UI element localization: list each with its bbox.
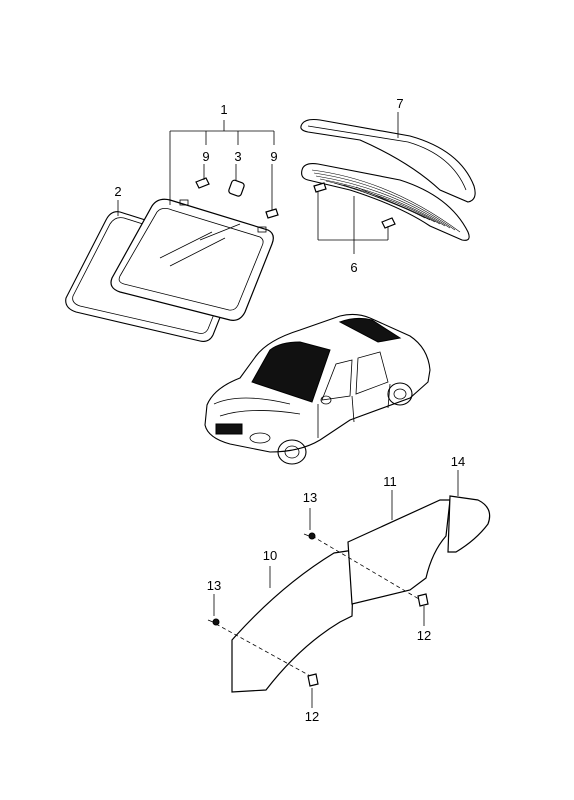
rear-window-glass: [301, 163, 470, 241]
bolt-13-lower: [207, 618, 220, 626]
quarter-glass-14: [447, 495, 491, 553]
car-rear-door-window: [355, 351, 389, 395]
bolt-13-upper: [303, 532, 316, 540]
rear-window-assembly: [300, 118, 476, 241]
spacer-9-left: [195, 177, 210, 189]
car-front-door-window: [321, 359, 353, 401]
callout-7: 7: [396, 96, 403, 111]
callout-3: 3: [234, 149, 241, 164]
callout-9-right: 9: [270, 149, 277, 164]
car-rear-window-dark: [338, 317, 402, 343]
rear-defroster-grid: [311, 169, 461, 233]
glass-reflection-line: [199, 223, 241, 241]
glass-reflection-line: [169, 237, 226, 267]
windshield-assembly: [65, 198, 274, 342]
clamp-12-upper: [417, 593, 429, 607]
windshield-glass: [110, 198, 274, 321]
windshield-glass-border: [118, 208, 264, 311]
leaders-part-1: [117, 120, 275, 216]
car-illustration: [204, 313, 431, 465]
callout-13-upper: 13: [303, 490, 317, 505]
glass-reflection-line: [159, 231, 213, 259]
rear-window-molding-inner: [307, 125, 467, 191]
callout-14: 14: [451, 454, 465, 469]
callout-6: 6: [350, 260, 357, 275]
front-door-glass-10: [231, 549, 355, 693]
car-rear-wheel: [387, 382, 413, 406]
car-grille: [215, 423, 243, 435]
spacer-9-right: [265, 208, 279, 219]
car-windshield-dark: [251, 341, 331, 403]
clamp-12-lower: [307, 673, 319, 687]
car-mirror: [320, 395, 332, 405]
rear-door-glass-11: [347, 499, 451, 605]
callout-12-upper: 12: [417, 628, 431, 643]
callout-11: 11: [383, 474, 397, 489]
car-body: [204, 313, 431, 453]
callout-1: 1: [220, 102, 227, 117]
side-window-assembly: [207, 495, 491, 693]
leaders-part-6-7: [317, 112, 399, 254]
leaders-side-windows: [213, 470, 459, 708]
spacer-parts: [195, 177, 279, 219]
callout-12-lower: 12: [305, 709, 319, 724]
callout-2: 2: [114, 184, 121, 199]
rear-window-clip: [381, 217, 396, 229]
car-front-wheel: [277, 439, 307, 465]
mirror-base-3: [228, 179, 245, 197]
windshield-clip: [179, 199, 189, 206]
rear-window-clip: [313, 182, 327, 193]
car-headlight: [249, 432, 271, 444]
callout-13-lower: 13: [207, 578, 221, 593]
callout-9-left: 9: [202, 149, 209, 164]
windshield-clip: [257, 226, 267, 233]
rear-window-molding: [300, 118, 476, 203]
callout-10: 10: [263, 548, 277, 563]
